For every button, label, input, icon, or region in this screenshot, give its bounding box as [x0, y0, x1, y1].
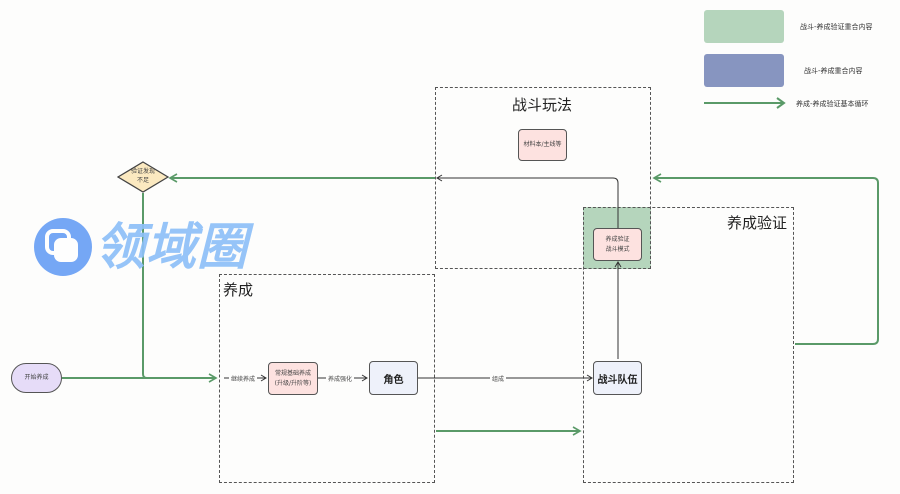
node-start-label: 开始养成	[24, 374, 49, 381]
node-material[interactable]: 材料本/主线等	[518, 129, 567, 161]
edge-label-growth-enhance: 养成强化	[326, 374, 355, 383]
node-team-label: 战斗队伍	[597, 374, 638, 386]
edge-decision-to-start-line	[142, 193, 148, 379]
watermark-logo: 领域圈	[33, 217, 278, 277]
node-team[interactable]: 战斗队伍	[593, 361, 642, 395]
node-verify-mode[interactable]: 养成验证 战斗模式	[593, 228, 642, 261]
group-battle-title: 战斗玩法	[512, 96, 573, 114]
legend-arrow-icon	[704, 97, 786, 109]
decision-diamond-icon	[117, 161, 169, 193]
legend-label-green: 战斗-养成验证重合内容	[800, 23, 873, 31]
legend-label-arrow: 养成-养成验证基本循环	[796, 100, 869, 108]
node-character-label: 角色	[383, 374, 404, 386]
edge-label-continue-growth: 继续养成	[229, 374, 258, 383]
node-verify-mode-line2: 战斗模式	[605, 245, 630, 253]
group-verify: 养成验证	[583, 207, 794, 483]
group-battle: 战斗玩法	[435, 87, 651, 269]
edge-label-compose: 组成	[490, 374, 507, 383]
node-basic-growth[interactable]: 常规基础养成 (升级/升阶等)	[268, 362, 318, 395]
node-start[interactable]: 开始养成	[11, 363, 62, 393]
legend-swatch-blue	[704, 54, 784, 87]
group-verify-title: 养成验证	[726, 214, 787, 232]
watermark-brand-text: 领域圈	[95, 218, 248, 276]
node-decision-line2: 不足	[136, 177, 149, 184]
watermark-logo-icon	[34, 218, 92, 276]
node-verify-mode-line1: 养成验证	[605, 235, 630, 243]
node-character[interactable]: 角色	[369, 361, 418, 395]
node-decision-line1: 验证发现	[130, 168, 155, 175]
node-basic-growth-line1: 常规基础养成	[274, 369, 311, 377]
edge-verify-to-battle	[436, 174, 619, 228]
legend-label-blue: 战斗-养成重合内容	[804, 67, 863, 75]
group-growth-title: 养成	[223, 281, 254, 299]
edge-verify-loop	[652, 173, 879, 345]
node-material-label: 材料本/主线等	[523, 141, 562, 148]
legend-swatch-green	[704, 10, 784, 43]
node-basic-growth-line2: (升级/升阶等)	[274, 379, 312, 387]
node-decision[interactable]: 验证发现 不足	[117, 161, 169, 193]
